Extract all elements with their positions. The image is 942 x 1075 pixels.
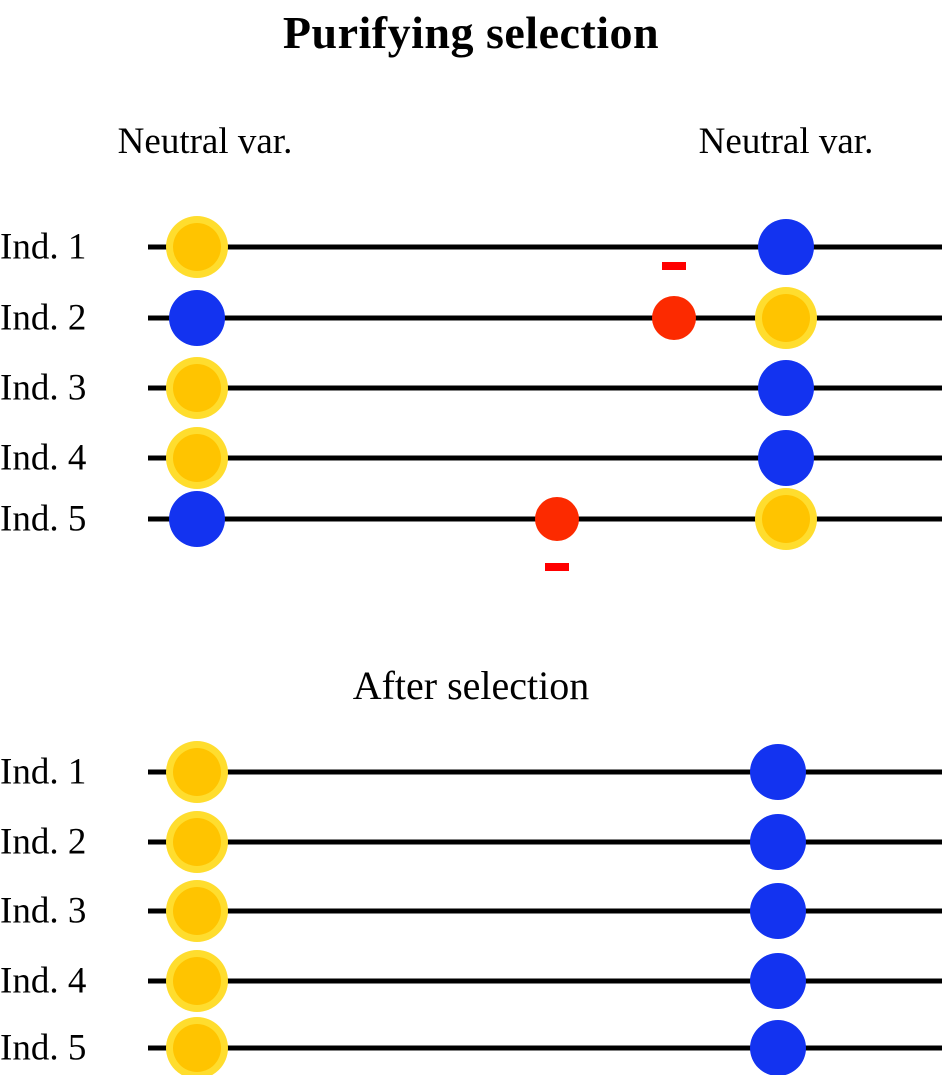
allele-marker-yellow-before-selection-4-2 <box>762 495 810 543</box>
row-label-before-selection-3: Ind. 4 <box>0 437 87 479</box>
allele-marker-blue-before-selection-1-0 <box>169 290 225 346</box>
row-label-before-selection-1: Ind. 2 <box>0 297 87 339</box>
chromosome-line-after-selection-0 <box>148 769 942 775</box>
row-label-after-selection-1: Ind. 2 <box>0 821 87 863</box>
row-label-before-selection-2: Ind. 3 <box>0 367 87 409</box>
allele-marker-blue-after-selection-1-1 <box>750 814 806 870</box>
allele-marker-blue-after-selection-0-1 <box>750 744 806 800</box>
allele-marker-yellow-before-selection-1-2 <box>762 294 810 342</box>
allele-marker-red-before-selection-1-1 <box>652 296 696 340</box>
allele-marker-yellow-after-selection-2-0 <box>173 887 221 935</box>
minus-sign-icon-before-selection-1-0 <box>662 262 686 270</box>
row-label-before-selection-0: Ind. 1 <box>0 226 87 268</box>
row-label-after-selection-4: Ind. 5 <box>0 1027 87 1069</box>
minus-sign-icon-before-selection-4-0 <box>545 563 569 571</box>
allele-marker-yellow-after-selection-4-0 <box>173 1024 221 1072</box>
allele-marker-red-before-selection-4-1 <box>535 497 579 541</box>
allele-marker-blue-after-selection-3-1 <box>750 953 806 1009</box>
allele-marker-yellow-after-selection-0-0 <box>173 748 221 796</box>
allele-marker-yellow-before-selection-0-0 <box>173 223 221 271</box>
chromosome-line-before-selection-1 <box>148 315 942 321</box>
allele-marker-blue-before-selection-4-0 <box>169 491 225 547</box>
allele-marker-blue-after-selection-2-1 <box>750 883 806 939</box>
panel-title-after-selection: After selection <box>352 663 590 708</box>
chromosome-line-before-selection-2 <box>148 385 942 391</box>
chromosome-line-after-selection-2 <box>148 908 942 914</box>
allele-marker-yellow-before-selection-3-0 <box>173 434 221 482</box>
figure-title: Purifying selection <box>282 7 660 58</box>
column-header-before-selection-1: Neutral var. <box>698 121 874 162</box>
allele-marker-blue-before-selection-2-1 <box>758 360 814 416</box>
chromosome-line-before-selection-3 <box>148 455 942 461</box>
chromosome-line-after-selection-3 <box>148 978 942 984</box>
column-header-before-selection-0: Neutral var. <box>117 121 293 162</box>
row-label-after-selection-3: Ind. 4 <box>0 960 87 1002</box>
allele-marker-yellow-after-selection-3-0 <box>173 957 221 1005</box>
row-label-after-selection-0: Ind. 1 <box>0 751 87 793</box>
row-label-before-selection-4: Ind. 5 <box>0 498 87 540</box>
chromosome-line-after-selection-4 <box>148 1045 942 1051</box>
chromosome-line-after-selection-1 <box>148 839 942 845</box>
allele-marker-blue-after-selection-4-1 <box>750 1020 806 1075</box>
allele-marker-blue-before-selection-0-1 <box>758 219 814 275</box>
allele-marker-yellow-after-selection-1-0 <box>173 818 221 866</box>
chromosome-line-before-selection-0 <box>148 244 942 250</box>
row-label-after-selection-2: Ind. 3 <box>0 890 87 932</box>
allele-marker-yellow-before-selection-2-0 <box>173 364 221 412</box>
allele-marker-blue-before-selection-3-1 <box>758 430 814 486</box>
